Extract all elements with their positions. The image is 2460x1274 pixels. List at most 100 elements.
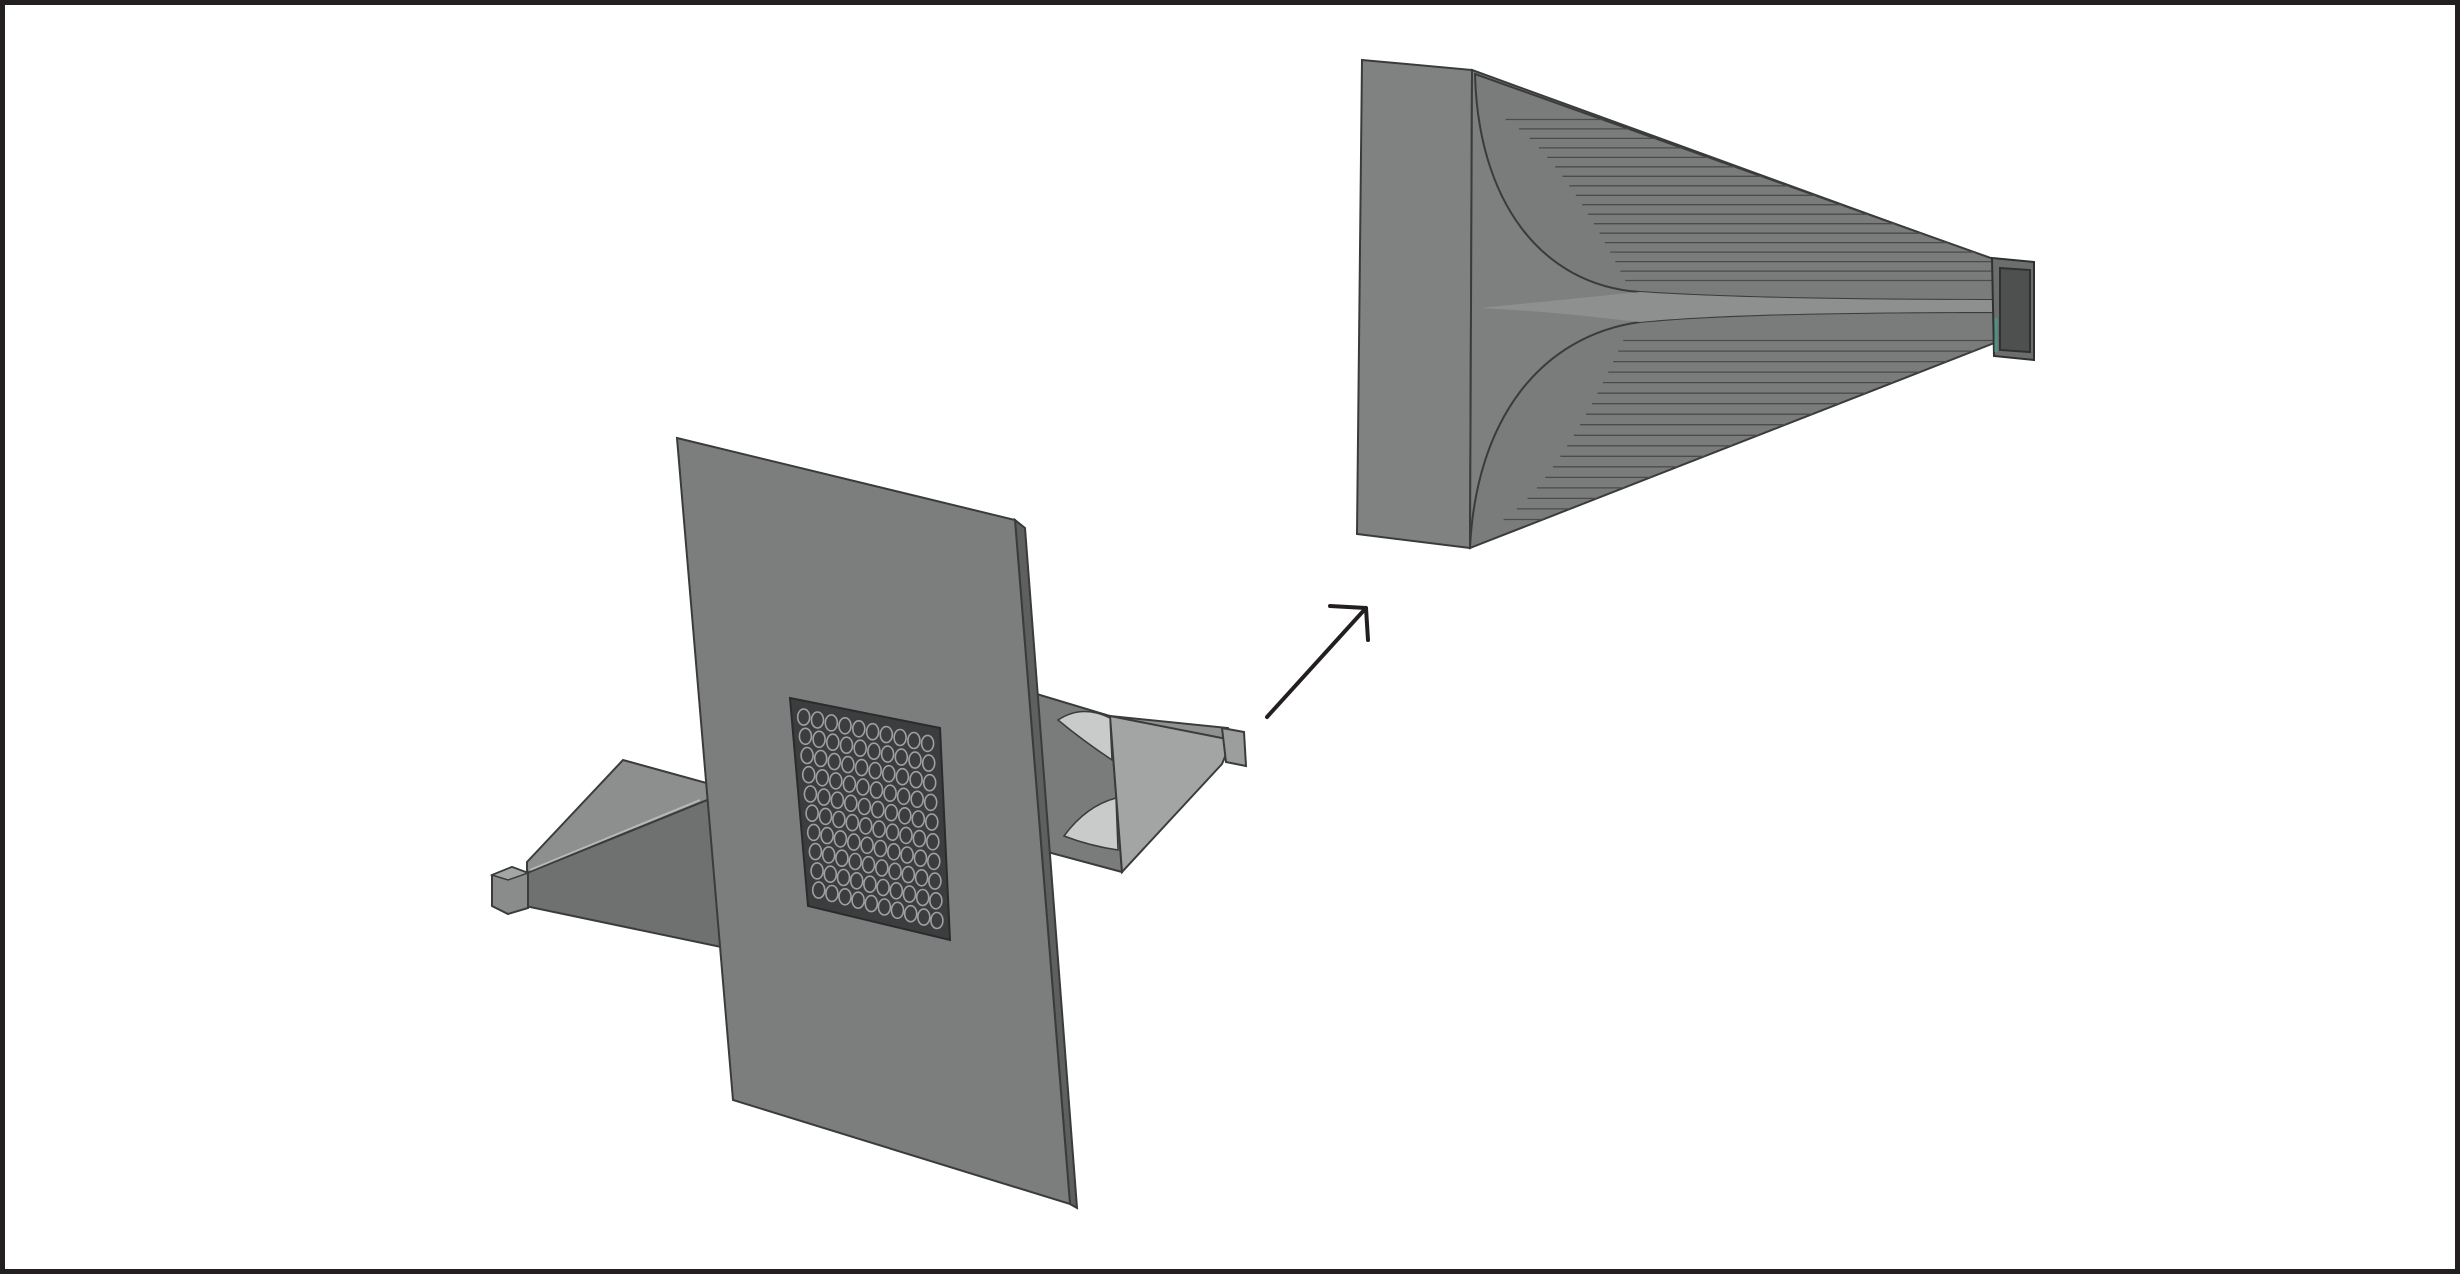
unit-cell-ring xyxy=(900,846,914,864)
arrow-up-right-icon xyxy=(1328,604,1370,642)
unit-cell-ring xyxy=(874,859,889,877)
unit-cell-ring xyxy=(893,728,907,747)
unit-cell-ring xyxy=(886,842,901,861)
unit-cell-ring xyxy=(924,813,939,831)
unit-cell-ring xyxy=(851,719,866,738)
transmit-horn-waveguide-top xyxy=(489,866,531,881)
transmit-horn-antenna xyxy=(489,758,747,954)
unit-cell-ring xyxy=(865,722,880,741)
unit-cell-ring xyxy=(828,772,843,790)
unit-cell-ring xyxy=(839,736,854,755)
unit-cell-ring xyxy=(830,791,845,810)
unit-cell-ring xyxy=(827,752,842,771)
unit-cell-ring xyxy=(861,855,876,874)
receive-horn-flare-side xyxy=(1108,714,1234,875)
unit-cell-ring xyxy=(895,767,910,786)
unit-cell-ring xyxy=(915,888,930,907)
unit-cell-ring xyxy=(849,871,864,890)
unit-cell-ring xyxy=(832,810,846,829)
unit-cell-ring xyxy=(818,807,833,826)
unit-cell-ring xyxy=(856,778,870,796)
unit-cell-ring xyxy=(867,742,881,761)
receive-horn-waveguide xyxy=(1220,726,1248,768)
receive-horn-lower-ridge xyxy=(1062,797,1119,851)
transmit-horn-ridge-line xyxy=(529,799,701,871)
unit-cell-ring xyxy=(853,739,868,758)
horn-detail xyxy=(1355,58,2035,550)
receive-horn-upper-ridge xyxy=(1056,710,1113,762)
unit-cell-ring xyxy=(890,901,905,920)
unit-cell-ring xyxy=(894,748,909,766)
unit-cell-ring xyxy=(825,733,840,752)
unit-cell-ring xyxy=(841,755,855,774)
unit-cell-ring xyxy=(817,788,831,806)
unit-cell-ring xyxy=(925,832,940,851)
unit-cell-ring xyxy=(870,800,885,819)
unit-cell-ring xyxy=(869,781,884,799)
unit-cell-ring xyxy=(910,790,925,809)
unit-cell-ring xyxy=(921,754,936,772)
unit-cell-ring xyxy=(836,868,851,887)
unit-cell-ring xyxy=(903,904,918,923)
unit-cell-ring xyxy=(876,878,890,897)
unit-cell-ring xyxy=(909,770,923,789)
unit-cell-ring xyxy=(902,885,917,903)
unit-cell-ring xyxy=(884,803,899,822)
unit-cell-ring xyxy=(885,823,900,842)
unit-cell-ring xyxy=(922,773,937,792)
unit-cell-ring xyxy=(815,768,830,787)
unit-cell-ring xyxy=(798,727,813,746)
horn-detail-waveguide-port xyxy=(1999,266,2031,354)
unit-cell-ring xyxy=(825,884,839,903)
unit-cell-ring xyxy=(821,846,836,864)
unit-cell-ring xyxy=(914,868,929,887)
unit-cell-ring xyxy=(911,810,926,828)
metasurface-unit-cells xyxy=(796,708,944,930)
unit-cell-ring xyxy=(824,714,839,732)
unit-cell-ring xyxy=(854,758,869,777)
unit-cell-ring xyxy=(843,794,858,813)
unit-cell-ring xyxy=(811,881,826,899)
unit-cell-ring xyxy=(877,898,892,916)
unit-cell-ring xyxy=(801,765,816,784)
unit-cell-ring xyxy=(846,833,861,851)
unit-cell-ring xyxy=(842,775,857,793)
unit-cell-ring xyxy=(888,862,902,881)
unit-cell-ring xyxy=(907,731,921,750)
unit-cell-ring xyxy=(868,761,883,780)
unit-cell-ring xyxy=(896,787,911,806)
unit-cell-ring xyxy=(864,894,879,913)
unit-cell-ring xyxy=(872,820,886,838)
unit-cell-ring xyxy=(823,865,838,884)
metasurface-panel xyxy=(675,436,1079,1210)
unit-cell-ring xyxy=(913,849,928,868)
metasurface-array xyxy=(788,696,952,942)
unit-cell-ring xyxy=(820,826,834,845)
unit-cell-ring xyxy=(835,849,849,868)
horn-detail-lower-ridge xyxy=(1468,310,2003,550)
unit-cell-ring xyxy=(863,875,877,894)
unit-cell-ring xyxy=(901,865,916,884)
unit-cell-ring xyxy=(845,813,860,832)
horn-detail-upper-ridge xyxy=(1473,72,2003,302)
unit-cell-ring xyxy=(813,749,828,768)
unit-cell-ring xyxy=(897,806,912,825)
unit-cell-ring xyxy=(803,785,818,803)
unit-cell-ring xyxy=(851,891,865,910)
unit-cell-ring xyxy=(812,730,826,749)
unit-cell-ring xyxy=(880,745,895,763)
scene-drawing xyxy=(489,58,2035,1210)
unit-cell-ring xyxy=(873,839,888,858)
unit-cell-ring xyxy=(805,804,819,823)
unit-cell-ring xyxy=(800,746,814,765)
unit-cell-ring xyxy=(810,711,825,729)
unit-cell-ring xyxy=(833,830,848,848)
unit-cell-ring xyxy=(912,829,927,848)
unit-cell-ring xyxy=(796,708,811,726)
unit-cell-ring xyxy=(916,908,931,926)
unit-cell-ring xyxy=(806,823,821,842)
zoom-arrow xyxy=(1265,604,1370,719)
unit-cell-ring xyxy=(848,852,863,871)
unit-cell-ring xyxy=(930,911,944,930)
